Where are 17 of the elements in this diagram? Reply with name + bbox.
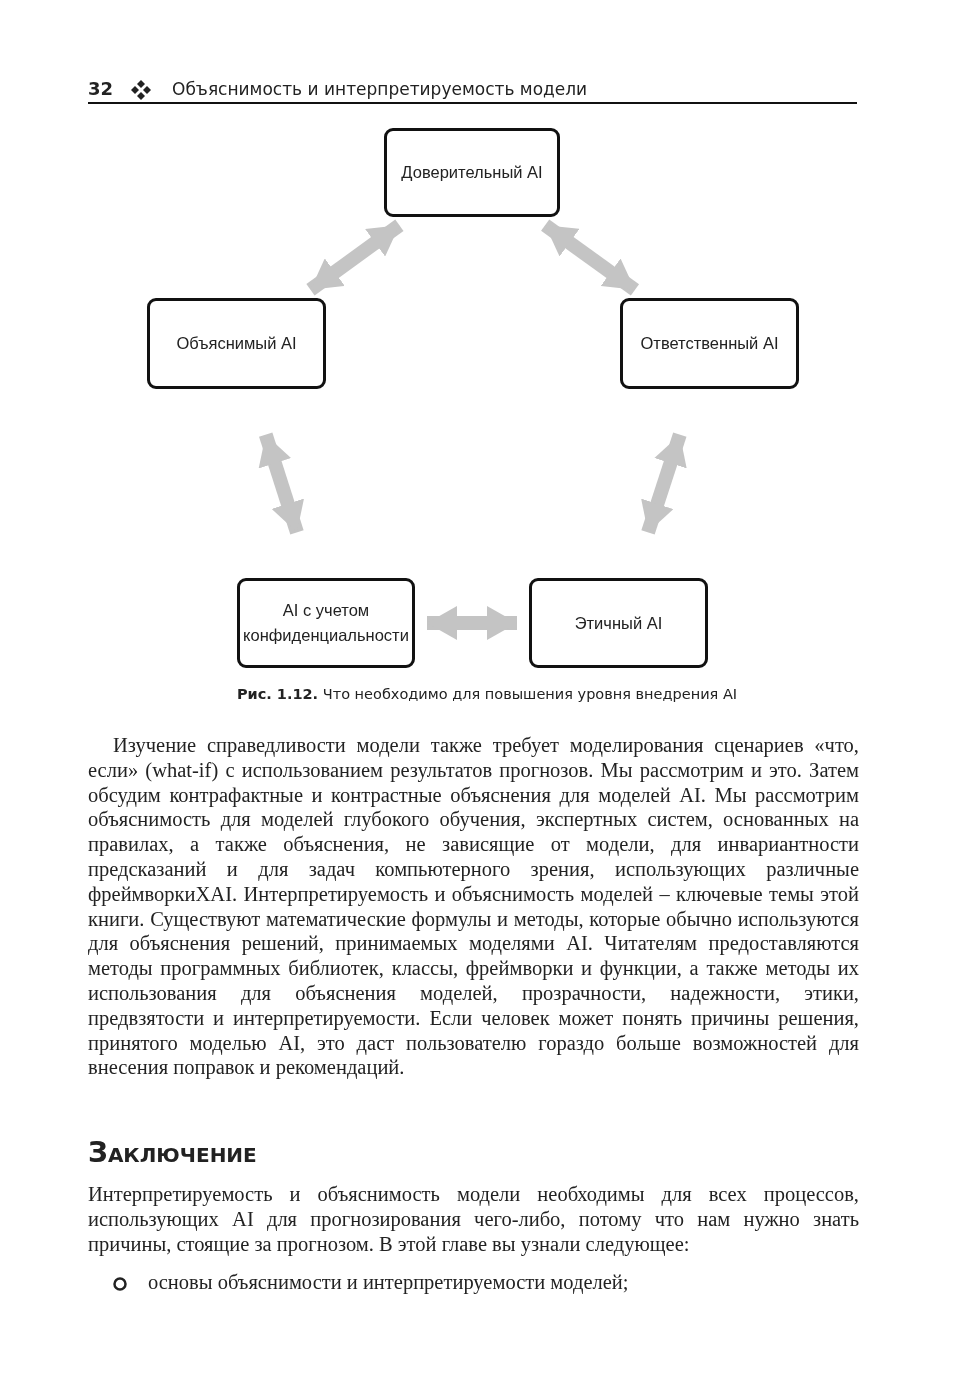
double-arrow [427,606,517,640]
double-arrow [258,432,304,535]
rounded-box: Объяснимый AI [147,298,326,389]
double-arrow [541,219,640,296]
list-item: основы объяснимости и интерпретируемости моделей; [148,1270,629,1295]
rounded-box: Этичный AI [529,578,708,668]
double-arrow [306,219,404,296]
double-arrow [641,432,687,535]
rounded-box: AI с учетом конфиденциальности [237,578,415,668]
body-paragraph: Интерпретируемость и объяснимость модели необходимы для всех процессов, использующих AI для прогнозирования чего-либо, потому что нам нужно знать причины, стоящие за прогнозом. В этой главе вы узнали следующее: [88,1182,859,1257]
running-header: Объяснимость и интерпретируемость модели [172,79,588,99]
body-paragraph: Изучение справедливости модели также требует моделирования сценариев «что, если» (what-if) с использованием результатов прогнозов. Мы рассмотрим и это. Затем обсудим контрафактные и контрастные объяснения для моделей AI. Мы рассмотрим объяснимость для моделей глубокого обучения, экспертных систем, основанных на правилах, а также объяснения, не зависящие от модели, для инвариантности предсказаний и для задач компьютерного зрения, использующих различные фреймворкиXAI. Интерпретируемость и объяснимость моделей – ключевые темы этой книги. Существуют математические формулы и методы, которые обычно используются для объяснения решений, принимаемых моделями AI. Читателям предоставляются методы программных библиотек, классы, фреймворки и функции, а также методы их использования для объяснения моделей, прозрачности, надежности, этики, предвзятости и интерпретируемости. Если человек может понять причины решения, принятого моделью AI, это даст пользователю гораздо больше возможностей для внесения поправок и рекомендаций. [88,733,859,1081]
figure-caption: Рис. 1.12. Что необходимо для повышения уровня внедрения AI [235,686,739,702]
page-number: 32 [88,78,114,99]
section-heading: Заключение [88,1136,257,1169]
rounded-box: Доверительный AI [384,128,560,217]
rounded-box: Ответственный AI [620,298,799,389]
